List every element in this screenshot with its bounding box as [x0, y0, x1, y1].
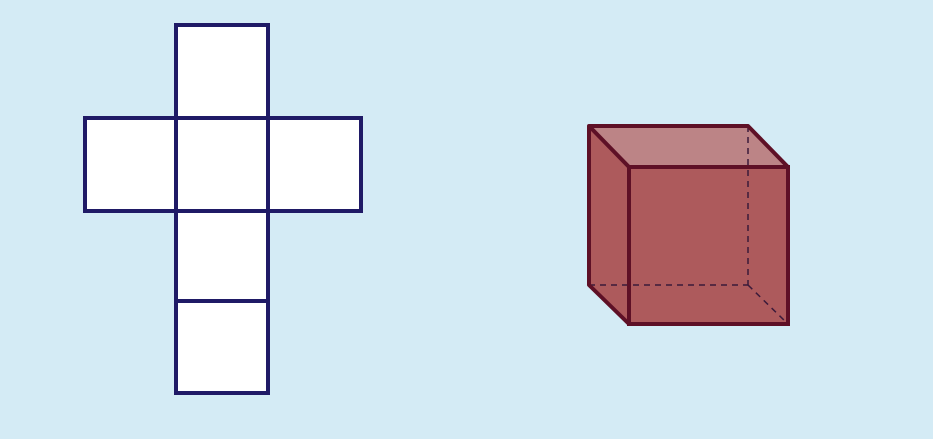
net-face-bottom: [176, 301, 268, 393]
cube-3d: [589, 126, 788, 324]
net-face-top: [176, 25, 268, 118]
net-face-center: [176, 118, 268, 211]
net-face-right: [268, 118, 361, 211]
net-face-front: [176, 211, 268, 301]
net-face-left: [85, 118, 176, 211]
